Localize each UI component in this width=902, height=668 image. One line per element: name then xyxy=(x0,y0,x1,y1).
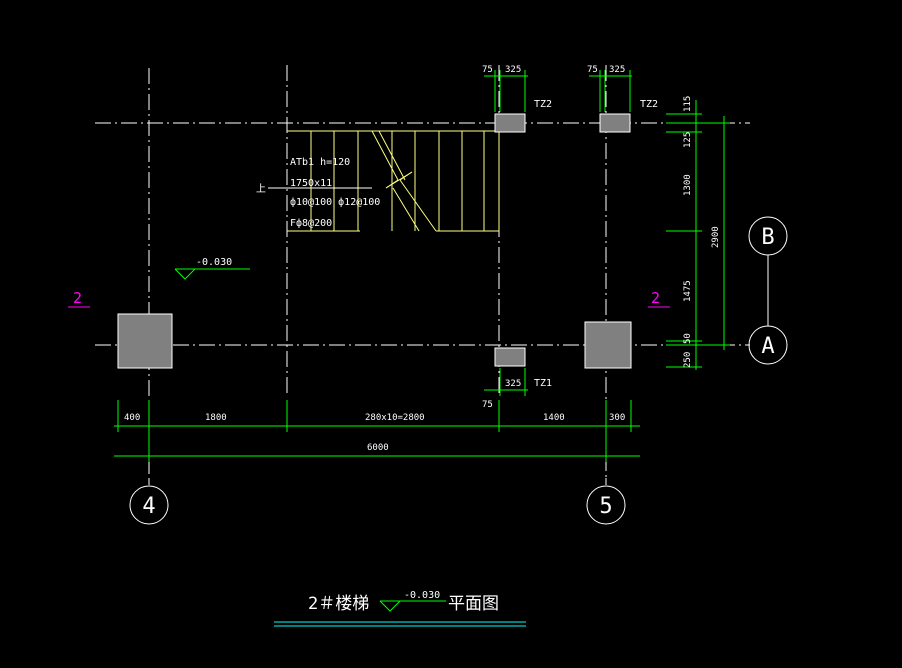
dim-right-1300: 1300 xyxy=(683,174,693,196)
dim-bottom-steps: 280x10=2800 xyxy=(365,413,425,423)
axis-bubbles xyxy=(129,216,788,525)
axis-label-B: B xyxy=(761,225,774,250)
dim-right-250: 250 xyxy=(683,352,693,368)
axis-label-5: 5 xyxy=(599,494,612,519)
dim-right-50: 50 xyxy=(683,333,693,344)
dim-right-125: 125 xyxy=(683,132,693,148)
dim-top-right-325: 325 xyxy=(609,65,625,75)
dim-tz1-325: 325 xyxy=(505,379,521,389)
bottom-dimension-lines xyxy=(114,400,640,462)
stair-note-dist: Fф8@200 xyxy=(290,217,332,229)
dim-right-115: 115 xyxy=(683,96,693,112)
columns xyxy=(117,113,632,369)
stair-flight xyxy=(287,130,500,232)
column-tz2-right xyxy=(599,113,631,133)
column-tz1 xyxy=(494,347,526,367)
tz1-dimension-lines xyxy=(484,368,528,396)
dim-bottom-total: 6000 xyxy=(367,443,389,453)
dim-top-left-75: 75 xyxy=(482,65,493,75)
plan-elevation-text: -0.030 xyxy=(196,257,232,268)
top-dimension-lines xyxy=(484,70,632,112)
axis-label-A: A xyxy=(761,334,774,359)
dim-tz1-75: 75 xyxy=(482,400,493,410)
dim-right-1475: 1475 xyxy=(683,280,693,302)
axis-bubble-5 xyxy=(586,485,626,525)
title-elevation-text: -0.030 xyxy=(404,590,440,601)
tz2-right-label: TZ2 xyxy=(640,99,658,110)
break-line xyxy=(371,130,399,181)
stair-note-rebar: ф10@100 ф12@100 xyxy=(290,196,380,208)
dim-right-total: 2900 xyxy=(711,226,721,248)
tz2-left-label: TZ2 xyxy=(534,99,552,110)
column-axis-5 xyxy=(584,321,632,369)
dim-bottom-300: 300 xyxy=(609,413,625,423)
drawing-title-suffix: 平面图 xyxy=(448,594,499,614)
right-dimension-texts: 115 125 1300 1475 50 250 2900 xyxy=(683,96,721,368)
plan-elevation-mark xyxy=(174,268,250,280)
dim-bottom-400: 400 xyxy=(124,413,140,423)
dim-top-right-75: 75 xyxy=(587,65,598,75)
right-dimension-lines xyxy=(666,100,730,370)
tz1-label: TZ1 xyxy=(534,378,552,389)
stair-note-steps: 1750x11 xyxy=(290,178,332,189)
section-mark-left: 2 xyxy=(73,289,82,307)
stair-note-type: ATb1 h=120 xyxy=(290,157,350,168)
dim-top-left-325: 325 xyxy=(505,65,521,75)
axis-bubble-4 xyxy=(129,485,169,525)
column-axis-4 xyxy=(117,313,173,369)
dim-bottom-1800: 1800 xyxy=(205,413,227,423)
axis-label-4: 4 xyxy=(142,494,155,519)
column-tz2-left xyxy=(494,113,526,133)
title-underline xyxy=(274,621,526,627)
drawing-title-name: 2＃楼梯 xyxy=(308,594,369,614)
dim-bottom-1400: 1400 xyxy=(543,413,565,423)
stair-up-mark: 上 xyxy=(256,183,266,195)
title-elevation-mark xyxy=(379,600,446,612)
section-mark-right: 2 xyxy=(651,289,660,307)
